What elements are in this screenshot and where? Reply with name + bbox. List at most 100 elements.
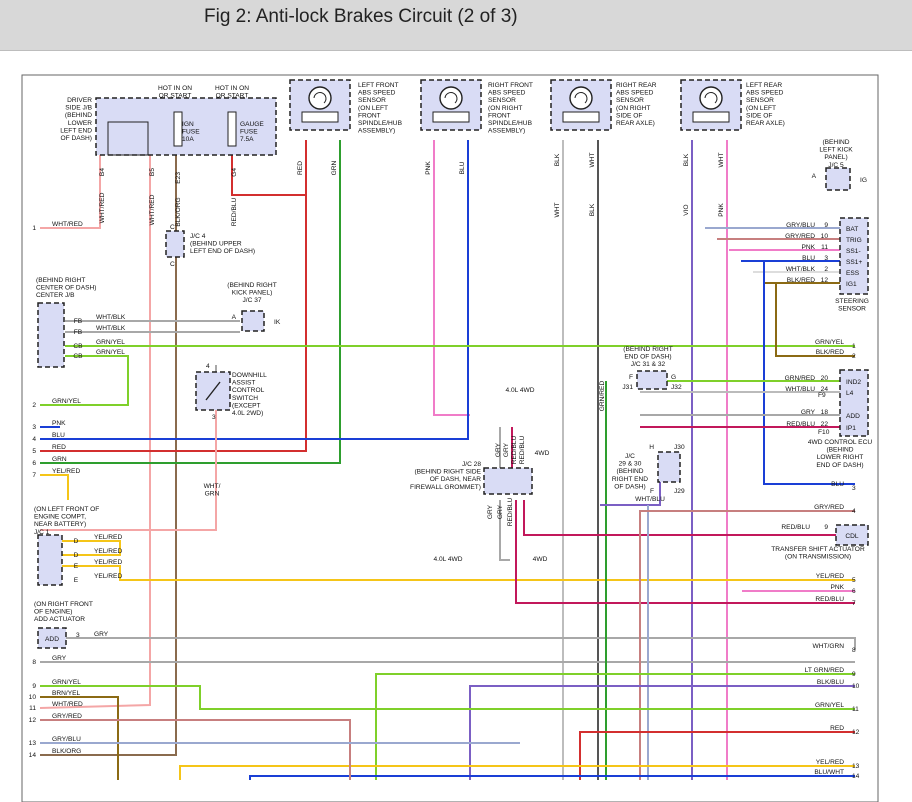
- pin-jc5-a: A: [812, 173, 817, 180]
- downhill-pin3: 3: [212, 414, 216, 421]
- jc28-box: [483, 467, 533, 495]
- pin-f10: F10: [818, 429, 830, 436]
- jc1-pin-0: D: [74, 538, 79, 545]
- pin-g4: G4: [231, 168, 238, 177]
- wd40b-label: 4.0L 4WD: [433, 556, 462, 563]
- wire-g4: [40, 155, 307, 452]
- jc2930-box: [657, 451, 681, 483]
- right-num-13: 14: [852, 773, 860, 780]
- top-wire-rf1: PNK: [425, 161, 432, 175]
- right-num-5: 6: [852, 588, 856, 595]
- jc28-bot-1: GRY: [497, 504, 504, 519]
- rf-sensor-box-arrow-icon: [444, 92, 458, 104]
- right-wire-2: BLU: [831, 481, 844, 488]
- wires-layer: [39, 140, 856, 780]
- ecu-wire-2: GRY: [801, 409, 816, 416]
- steer-wire-3: BLU: [802, 255, 815, 262]
- top-wire-rr_low2: BLK: [589, 203, 596, 216]
- left-wire-9: BRN/YEL: [52, 690, 81, 697]
- wire-right-10: [469, 685, 855, 780]
- center-jb-box: [37, 302, 65, 368]
- left-wire-4: RED: [52, 444, 66, 451]
- cdl-num: 9: [824, 524, 828, 531]
- top-wire-e23: BLK/ORG: [175, 197, 182, 226]
- cdl-label: CDL: [845, 533, 859, 540]
- right-num-4: 5: [852, 577, 856, 584]
- wire-b4: [40, 155, 101, 229]
- jc28-bot-2: RED/BLU: [507, 497, 514, 526]
- right-num-12: 13: [852, 763, 860, 770]
- wire-add-gry: [66, 637, 856, 650]
- left-num-7: 8: [32, 659, 36, 666]
- right-wire-7: WHT/GRN: [813, 643, 845, 650]
- diagram-border: [21, 74, 879, 802]
- wire-steer-blkred: [775, 283, 855, 357]
- top-wire-lr_low2: PNK: [718, 203, 725, 217]
- ecu-num-3: 22: [821, 421, 829, 428]
- steer-num-2: 11: [821, 244, 828, 251]
- top-wire-lr2: WHT: [718, 152, 725, 167]
- steer-num-0: 9: [824, 222, 828, 229]
- steer-wire-5: BLK/RED: [787, 277, 815, 284]
- steer-pin-0: BAT: [846, 226, 858, 233]
- jc28-top-1: GRY: [503, 442, 510, 457]
- jc3132-j31: J31: [622, 384, 633, 391]
- wire-jc1-e: [62, 565, 855, 581]
- wire-yel-7: [40, 474, 69, 500]
- ecu-pin-2: ADD: [846, 413, 860, 420]
- lr-sensor-box-connector: [692, 111, 730, 123]
- steer-pin-2: SS1-: [846, 248, 861, 255]
- jb-pin-0: FB: [74, 318, 83, 325]
- right-wire-6: RED/BLU: [815, 596, 844, 603]
- right-wire-3: GRY/RED: [814, 504, 844, 511]
- ecu-wire-0: GRN/RED: [785, 375, 816, 382]
- jc2930-h: H: [649, 444, 654, 451]
- jc3132-j32: J32: [671, 384, 682, 391]
- pin-b5: B5: [149, 168, 156, 176]
- right-wire-5: PNK: [830, 584, 844, 591]
- rr-sensor-box-arrow-icon: [574, 92, 588, 104]
- right-wire-0: GRN/YEL: [815, 339, 844, 346]
- jb-wire-0: WHT/BLK: [96, 314, 126, 321]
- jc3132-box: [636, 370, 668, 390]
- top-wire-lf1: RED: [297, 161, 304, 175]
- ecu-pin-0: IND2: [846, 379, 861, 386]
- jc28-bot-0: GRY: [487, 504, 494, 519]
- wire-jc28-e: [515, 500, 855, 604]
- jc3132-wire: GRN/RED: [599, 381, 606, 412]
- pin-e23: E23: [175, 172, 182, 184]
- lf-sensor-box-arrow-icon: [313, 92, 327, 104]
- left-num-0: 1: [32, 225, 36, 232]
- wire-jc28-c: [499, 500, 510, 561]
- ign-fuse-symbol: [173, 111, 183, 147]
- pin-b4: B4: [99, 168, 106, 176]
- right-wire-13: BLU/WHT: [814, 769, 844, 776]
- left-wire-5: GRN: [52, 456, 67, 463]
- left-num-3: 4: [32, 436, 36, 443]
- wire-right-9: [375, 673, 855, 780]
- top-wire-b5: WHT/RED: [149, 194, 156, 225]
- left-wire-13: BLK/ORG: [52, 748, 81, 755]
- left-num-9: 10: [29, 694, 37, 701]
- left-wire-0: WHT/RED: [52, 221, 83, 228]
- ecu-num-1: 24: [821, 386, 829, 393]
- jc2930-wire: WHT/BLU: [635, 496, 665, 503]
- right-num-7: 8: [852, 647, 856, 654]
- jb-wire-2: GRN/YEL: [96, 339, 125, 346]
- right-wire-10: GRN/YEL: [815, 702, 844, 709]
- ecu-pin-1: L4: [846, 390, 854, 397]
